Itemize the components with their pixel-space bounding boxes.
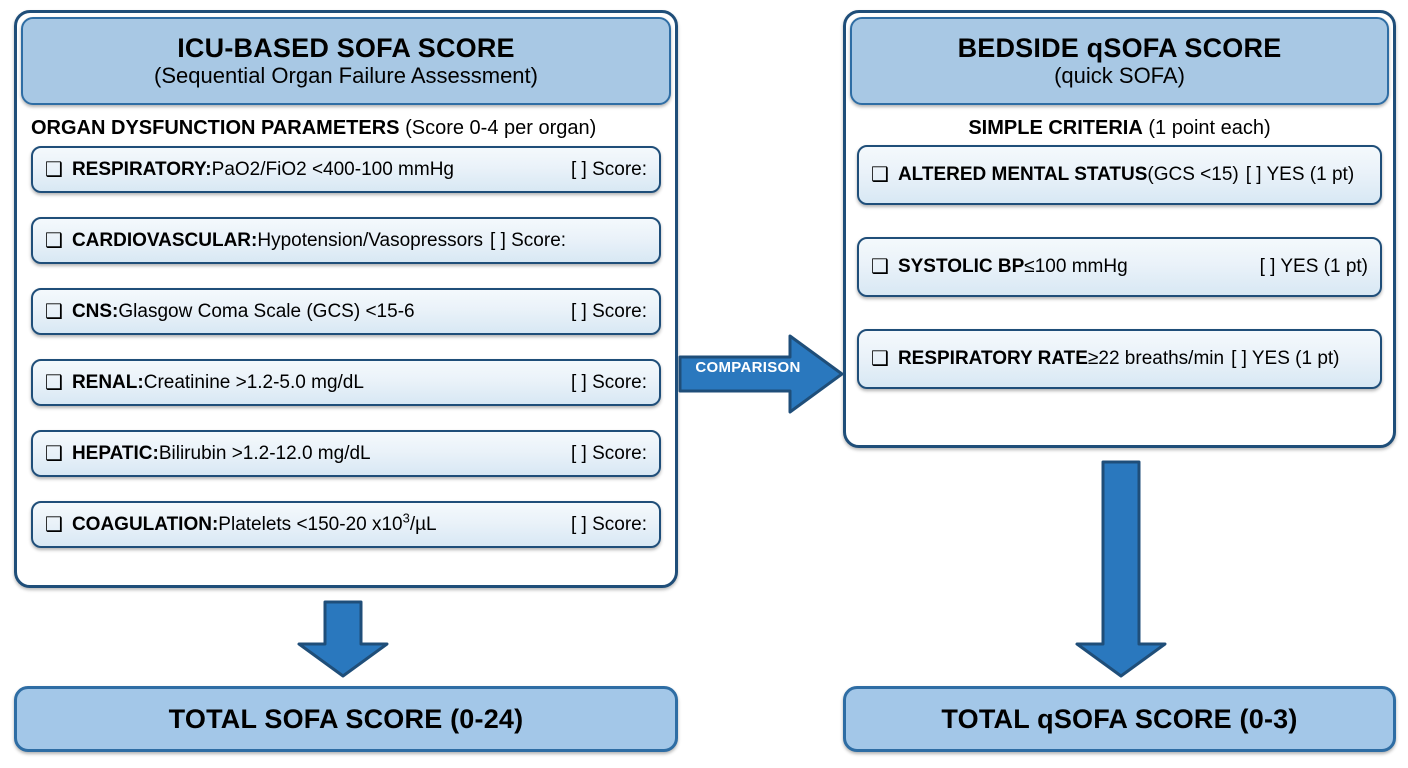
icu-sofa-panel: ICU-BASED SOFA SCORE (Sequential Organ F… [14,10,678,588]
criteria-value: Bilirubin >1.2-12.0 mg/dL [158,442,371,464]
criteria-label: SYSTOLIC BP [897,256,1025,277]
criteria-row-text: ❑ CNS: Glasgow Coma Scale (GCS) <15-6 [ ] … [45,301,647,323]
checkbox-icon[interactable]: ❑ [45,371,63,394]
criteria-row-text: ❑ COAGULATION: Platelets <150-20 x103/µL [… [45,510,647,536]
organ-dysfunction-caption-bold: ORGAN DYSFUNCTION PARAMETERS [31,117,400,139]
checkbox-icon[interactable]: ❑ [45,229,63,252]
checkbox-icon[interactable]: ❑ [45,300,63,323]
criteria-value: Glasgow Coma Scale (GCS) <15-6 [118,300,415,322]
simple-criteria-caption-bold: SIMPLE CRITERIA [968,117,1143,139]
criteria-score-field[interactable]: [ ] YES (1 pt) [1259,256,1368,277]
criteria-label: RESPIRATORY RATE [897,348,1088,369]
criteria-row[interactable]: ❑ CNS: Glasgow Coma Scale (GCS) <15-6 [ ] … [31,288,661,335]
checkbox-icon[interactable]: ❑ [871,348,889,370]
criteria-value: Creatinine >1.2-5.0 mg/dL [143,371,364,393]
checkbox-icon[interactable]: ❑ [45,442,63,465]
qsofa-title: BEDSIDE qSOFA SCORE [957,32,1282,63]
criteria-row-text: ❑ SYSTOLIC BP ≤100 mmHg [ ] YES (1 pt) [871,256,1368,278]
criteria-score-field[interactable]: [ ] YES (1 pt) [1245,164,1355,185]
criteria-row[interactable]: ❑ RESPIRATORY RATE ≥22 breaths/min [ ] YES… [857,329,1382,389]
criteria-row-text: ❑ RESPIRATORY RATE ≥22 breaths/min [ ] YES… [871,348,1368,370]
criteria-row[interactable]: ❑ SYSTOLIC BP ≤100 mmHg [ ] YES (1 pt) [857,237,1382,297]
criteria-row-text: ❑ HEPATIC: Bilirubin >1.2-12.0 mg/dL [ ] S… [45,443,647,465]
criteria-score-field[interactable]: [ ] YES (1 pt) [1231,348,1340,369]
total-sofa-score-label: TOTAL SOFA SCORE (0-24) [168,703,524,734]
checkbox-icon[interactable]: ❑ [871,164,889,186]
checkbox-icon[interactable]: ❑ [45,158,63,181]
comparison-arrow [678,333,844,415]
qsofa-total-arrow [1073,460,1169,678]
criteria-value: (GCS <15) [1147,164,1239,185]
total-qsofa-score-label: TOTAL qSOFA SCORE (0-3) [941,703,1298,734]
criteria-label: HEPATIC: [71,442,159,464]
comparison-arrow-label: COMPARISON [695,359,801,376]
criteria-score-field[interactable]: [ ] Score: [570,442,647,464]
simple-criteria-caption: SIMPLE CRITERIA (1 point each) [846,117,1393,140]
simple-criteria-caption-rest: (1 point each) [1142,117,1271,139]
checkbox-icon[interactable]: ❑ [871,256,889,278]
criteria-row[interactable]: ❑ COAGULATION: Platelets <150-20 x103/µL [… [31,501,661,548]
criteria-label: CNS: [71,300,119,322]
criteria-label: RESPIRATORY: [71,158,212,180]
qsofa-panel: BEDSIDE qSOFA SCORE (quick SOFA) SIMPLE … [843,10,1396,448]
criteria-score-field[interactable]: [ ] Score: [570,158,647,180]
criteria-row[interactable]: ❑ RESPIRATORY: PaO2/FiO2 <400-100 mmHg [ ]… [31,146,661,193]
criteria-row-text: ❑ RENAL: Creatinine >1.2-5.0 mg/dL [ ] Sco… [45,372,647,394]
criteria-score-field[interactable]: [ ] Score: [570,513,647,535]
criteria-score-field[interactable]: [ ] Score: [490,229,567,251]
criteria-row-text: ❑ RESPIRATORY: PaO2/FiO2 <400-100 mmHg [ ]… [45,159,647,181]
criteria-value: ≥22 breaths/min [1087,348,1225,369]
criteria-value: ≤100 mmHg [1024,256,1128,277]
criteria-score-field[interactable]: [ ] Score: [570,371,647,393]
criteria-label: COAGULATION: [71,513,219,535]
criteria-row[interactable]: ❑ HEPATIC: Bilirubin >1.2-12.0 mg/dL [ ] S… [31,430,661,477]
criteria-label: CARDIOVASCULAR: [71,229,258,251]
checkbox-icon[interactable]: ❑ [45,513,63,536]
icu-sofa-header: ICU-BASED SOFA SCORE (Sequential Organ F… [21,17,671,105]
criteria-row[interactable]: ❑ ALTERED MENTAL STATUS (GCS <15) [ ] YES … [857,145,1382,205]
criteria-label: RENAL: [71,371,144,393]
total-sofa-score-box: TOTAL SOFA SCORE (0-24) [14,686,678,752]
criteria-score-field[interactable]: [ ] Score: [570,300,647,322]
criteria-value: PaO2/FiO2 <400-100 mmHg [211,158,455,180]
criteria-label: ALTERED MENTAL STATUS [897,164,1148,185]
criteria-row-text: ❑ CARDIOVASCULAR: Hypotension/Vasopressor… [45,230,647,252]
organ-dysfunction-caption-rest: (Score 0-4 per organ) [399,117,597,139]
criteria-value: Platelets <150-20 x103/µL [218,510,437,535]
qsofa-subtitle: (quick SOFA) [1054,63,1185,89]
icu-sofa-subtitle: (Sequential Organ Failure Assessment) [154,63,538,89]
organ-dysfunction-caption: ORGAN DYSFUNCTION PARAMETERS (Score 0-4 … [31,117,675,140]
criteria-row[interactable]: ❑ RENAL: Creatinine >1.2-5.0 mg/dL [ ] Sco… [31,359,661,406]
criteria-row[interactable]: ❑ CARDIOVASCULAR: Hypotension/Vasopressor… [31,217,661,264]
icu-sofa-title: ICU-BASED SOFA SCORE [177,32,515,63]
criteria-row-text: ❑ ALTERED MENTAL STATUS (GCS <15) [ ] YES … [871,164,1368,186]
qsofa-header: BEDSIDE qSOFA SCORE (quick SOFA) [850,17,1389,105]
sofa-total-arrow [295,600,391,678]
total-qsofa-score-box: TOTAL qSOFA SCORE (0-3) [843,686,1396,752]
criteria-value: Hypotension/Vasopressors [257,229,484,251]
